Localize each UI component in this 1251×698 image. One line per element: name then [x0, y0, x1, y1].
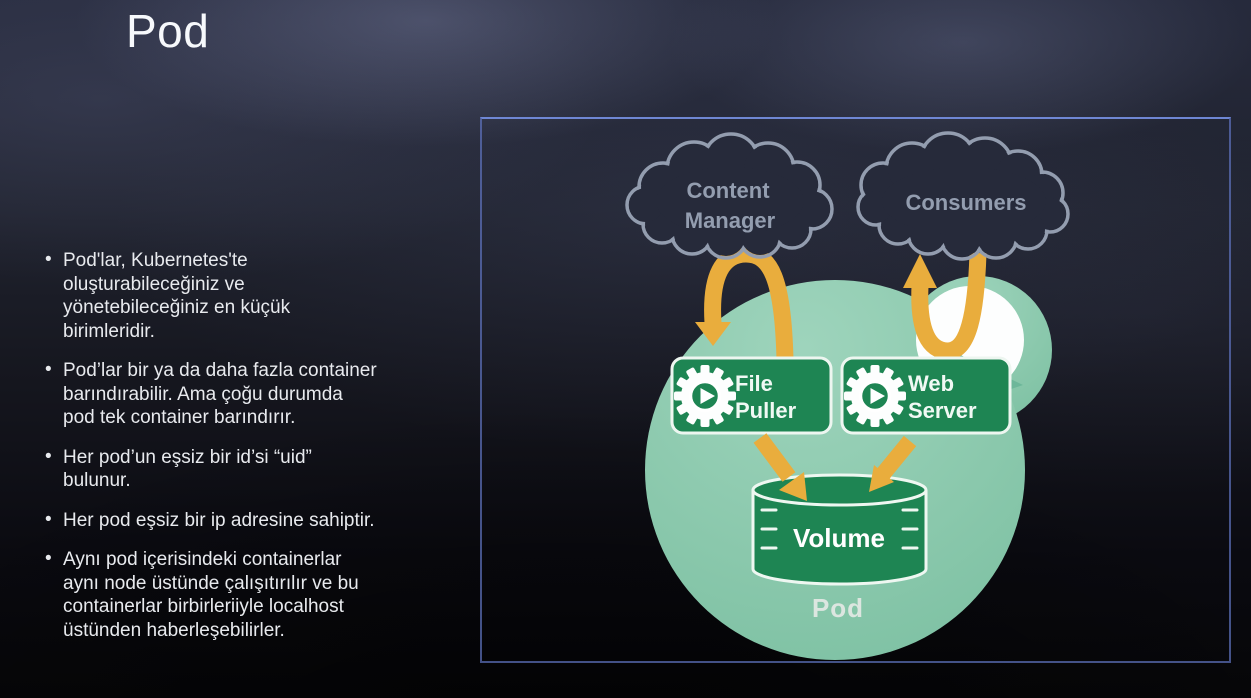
volume-cylinder: Volume [751, 473, 928, 586]
arrowhead-down-right [779, 472, 807, 501]
file-puller-label-line2: Puller [735, 398, 797, 423]
arrow-content-manager-to-file-puller [695, 245, 794, 361]
bullet-list: Pod'lar, Kubernetes'te oluşturabileceğin… [44, 248, 489, 658]
consumers-label: Consumers [905, 190, 1026, 215]
arrowhead-up [903, 254, 937, 288]
bullet-item: Pod’lar bir ya da daha fazla container b… [44, 358, 489, 430]
pod-label: Pod [812, 593, 864, 623]
page-title: Pod [126, 5, 210, 57]
bullet-item: Her pod eşsiz bir ip adresine sahiptir. [44, 508, 489, 533]
arrowhead-down [695, 322, 731, 346]
bullet-item: Her pod’un eşsiz bir id’si “uid” bulunur… [44, 445, 489, 493]
web-server-label-line2: Server [908, 398, 977, 423]
arrow-web-server-to-consumers [903, 252, 987, 360]
consumers-cloud: Consumers [856, 131, 1070, 261]
content-manager-cloud: Content Manager [625, 132, 834, 260]
volume-side-marks [760, 508, 919, 550]
arrowhead-down-left [869, 465, 894, 492]
file-puller-box: File Puller [670, 356, 833, 435]
web-server-label-line1: Web [908, 371, 954, 396]
bullet-item: Aynı pod içerisindeki containerlar aynı … [44, 547, 489, 642]
bullet-item: Pod'lar, Kubernetes'te oluşturabileceğin… [44, 248, 489, 343]
arrow-web-server-to-volume [869, 435, 917, 492]
content-manager-label-line2: Manager [685, 208, 776, 233]
pod-diagram: Content Manager Consumers [625, 131, 1070, 660]
file-puller-label-line1: File [735, 371, 773, 396]
web-server-box: Web Server [840, 356, 1012, 435]
volume-label: Volume [793, 523, 885, 553]
arrow-file-puller-to-volume [753, 433, 807, 501]
diagram-panel-border [480, 117, 1231, 663]
content-manager-label-line1: Content [686, 178, 770, 203]
